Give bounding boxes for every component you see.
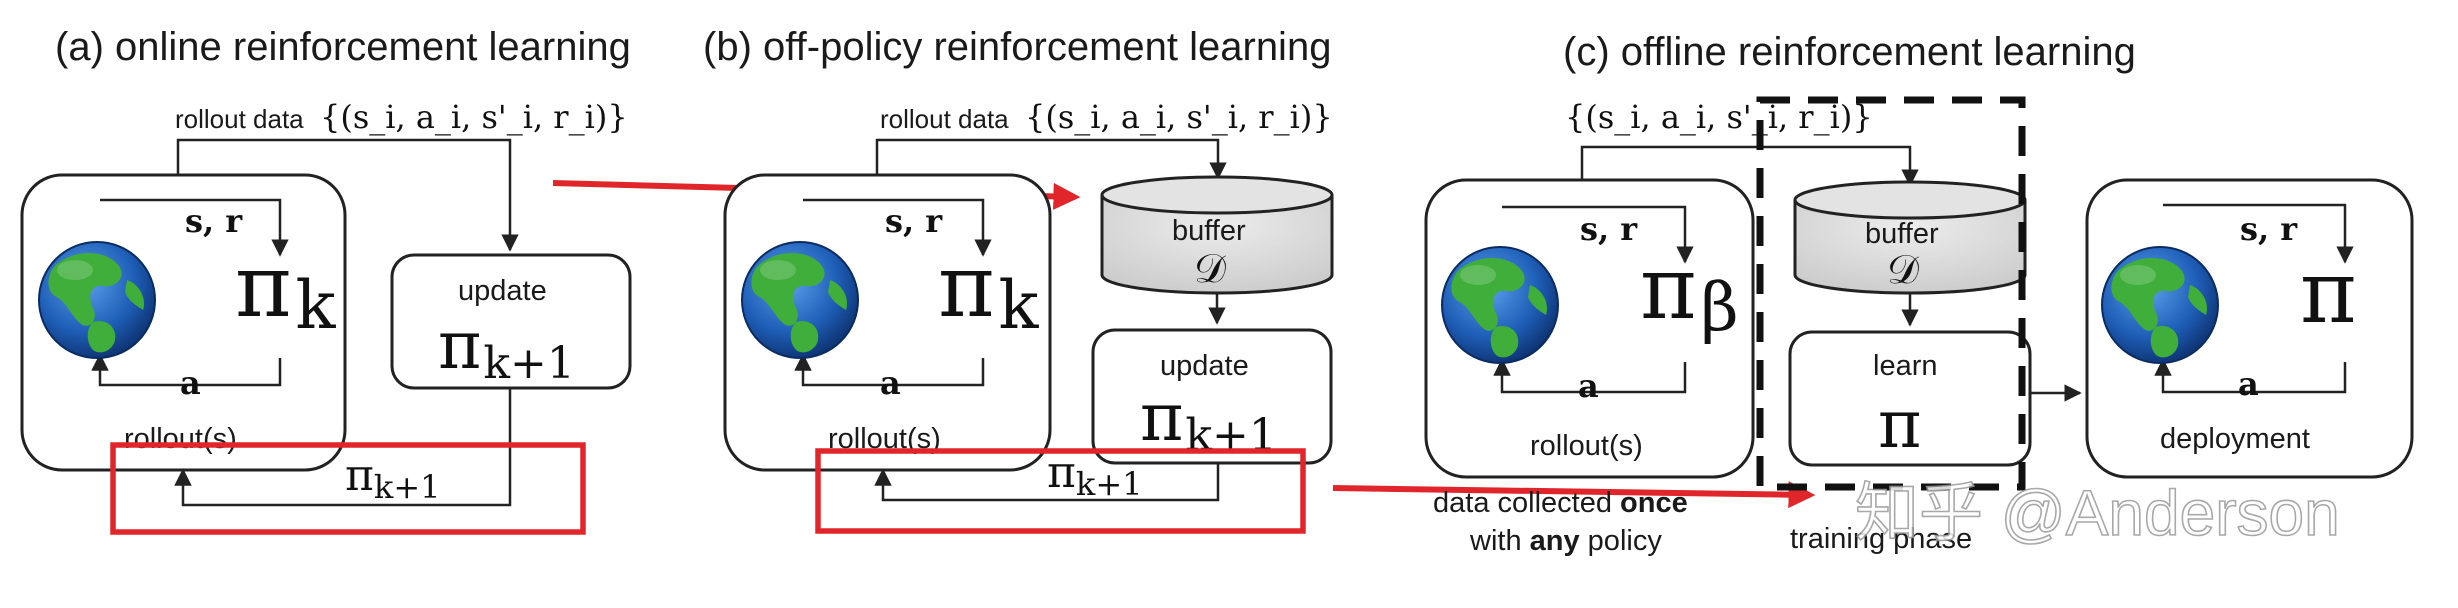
rollout-set-a: {(s_i, a_i, s'_i, r_i)} (320, 98, 628, 136)
annotation-arrow-to-training (1332, 481, 1816, 509)
panel-a: (a) online reinforcement learning s, r a… (20, 25, 632, 535)
deploy-a-loop-arrow (2154, 358, 2347, 394)
rollout-data-arrow-b (875, 138, 1227, 180)
action-label-c: a (1578, 367, 1599, 405)
learn-pi-c: π (1878, 386, 1921, 463)
deploy-sr-label: s, r (2240, 210, 2298, 248)
return-pi-a: πk+1 (345, 450, 440, 506)
deploy-pi: π (2300, 243, 2357, 343)
a-loop-arrow-a (91, 353, 282, 387)
globe-icon (2101, 246, 2219, 364)
rollout-set-b: {(s_i, a_i, s'_i, r_i)} (1025, 98, 1333, 136)
rollouts-label-a: rollout(s) (124, 423, 237, 455)
policy-pi-b: πk (938, 237, 1040, 344)
rollout-data-arrow-c (1580, 145, 1919, 187)
globe-icon (1441, 246, 1559, 364)
buffer-cylinder-c (1793, 180, 2027, 295)
sr-loop-arrow-a (100, 198, 289, 257)
globe-icon (741, 241, 859, 359)
learn-box-c (1788, 330, 2032, 467)
update-box-b (1091, 328, 1333, 465)
policy-pi-a: πk (235, 237, 337, 344)
highlight-box-a (110, 442, 586, 535)
sr-label-a: s, r (185, 202, 243, 240)
sr-label-c: s, r (1580, 210, 1638, 248)
panel-c-title: (c) offline reinforcement learning (1563, 30, 2136, 74)
buffer-cylinder-b (1100, 175, 1334, 295)
buffer-label-c: buffer (1865, 218, 1939, 250)
globe-icon (38, 241, 156, 359)
panel-b: (b) off-policy reinforcement learning s,… (703, 25, 1334, 534)
rollout-data-arrow-a (176, 138, 519, 252)
deployment-label: deployment (2160, 423, 2310, 455)
return-pi-b: πk+1 (1047, 447, 1142, 503)
deploy-sr-loop-arrow (2163, 203, 2354, 264)
a-loop-arrow-b (794, 353, 985, 387)
buffer-symbol-b: 𝒟 (1194, 246, 1226, 292)
training-phase-region (1756, 96, 2026, 491)
panel-a-title: (a) online reinforcement learning (55, 25, 631, 69)
highlight-box-b (815, 448, 1306, 534)
caption-any-policy: with any policy (1469, 525, 1662, 557)
learn-label-c: learn (1873, 350, 1938, 382)
panel-c: (c) offline reinforcement learning s, r … (1424, 30, 2414, 557)
rollout-set-c: {(s_i, a_i, s'_i, r_i)} (1565, 98, 1873, 136)
caption-collected-once: data collected once (1433, 487, 1688, 519)
rollout-data-label-b: rollout data (880, 104, 1009, 134)
training-phase-label: training phase (1790, 523, 1972, 555)
sr-loop-arrow-b (803, 198, 992, 257)
buffer-label-b: buffer (1172, 215, 1246, 247)
action-label-b: a (880, 364, 901, 402)
deploy-action-label: a (2238, 365, 2259, 403)
policy-return-arrow-b (874, 463, 1220, 502)
update-label-a: update (458, 275, 547, 307)
buffer-symbol-c: 𝒟 (1887, 247, 1919, 293)
sr-loop-arrow-c (1502, 205, 1694, 264)
rollouts-label-c: rollout(s) (1530, 430, 1643, 462)
policy-pi-c: πβ (1640, 239, 1739, 346)
sr-label-b: s, r (885, 202, 943, 240)
a-loop-arrow-c (1493, 358, 1687, 394)
rollout-data-label-a: rollout data (175, 104, 304, 134)
watermark: 知乎 @Anderson (1855, 477, 2340, 549)
update-pi-a: πk+1 (438, 307, 575, 389)
panel-b-title: (b) off-policy reinforcement learning (703, 25, 1331, 69)
update-label-b: update (1160, 350, 1249, 382)
action-label-a: a (180, 364, 201, 402)
